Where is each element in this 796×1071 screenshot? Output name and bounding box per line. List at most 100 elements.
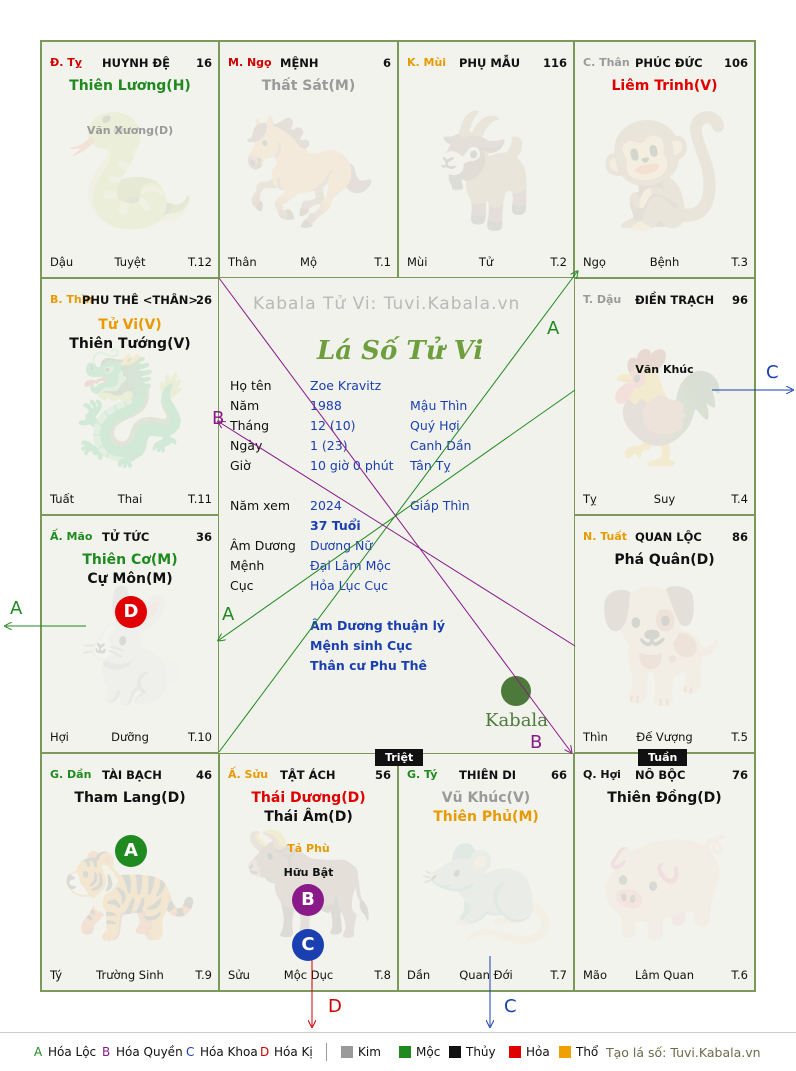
- arrow-label-b-upper: B: [212, 408, 225, 429]
- legend-hoa-label: Hóa Quyền: [116, 1045, 183, 1059]
- info-value: 10 giờ 0 phút: [310, 458, 394, 473]
- info-value: 37 Tuổi: [310, 518, 361, 533]
- legend-hoa-label: Hóa Khoa: [200, 1045, 258, 1059]
- hoa-marker-b: B: [292, 884, 324, 916]
- major-star: Thái Âm(D): [264, 809, 353, 825]
- palace-name: TỬ TỨC: [102, 530, 150, 544]
- info-canchi: Mậu Thìn: [410, 398, 468, 413]
- legend-element-swatch: [449, 1046, 461, 1058]
- hoa-marker-c: C: [292, 929, 324, 961]
- legend-element-swatch: [559, 1046, 571, 1058]
- major-star: Liêm Trinh(V): [611, 78, 718, 94]
- palace-stage: Tử: [478, 255, 494, 269]
- zodiac-watermark-icon: 🐐: [417, 106, 555, 235]
- major-star: Thiên Lương(H): [69, 78, 191, 94]
- palace-branch: Sửu: [228, 968, 250, 982]
- watermark: Kabala Tử Vi: Tuvi.Kabala.vn: [253, 294, 521, 314]
- palace-number: 116: [542, 56, 567, 70]
- legend-credit: Tạo lá số: Tuvi.Kabala.vn: [606, 1045, 761, 1060]
- arrow-label-c-right: C: [766, 362, 779, 383]
- center-panel: Kabala Tử Vi: Tuvi.Kabala.vn Lá Số Tử Vi…: [219, 278, 575, 754]
- major-star: Thiên Phủ(M): [433, 809, 539, 825]
- info-label: Âm Dương: [230, 538, 296, 553]
- info-value: 1988: [310, 398, 342, 413]
- legend-hoa-label: Hóa Lộc: [48, 1045, 97, 1059]
- major-star: Tử Vi(V): [98, 317, 162, 333]
- brand-label: Kabala: [485, 710, 548, 731]
- palace-cycle: T.4: [731, 492, 748, 506]
- palace-stage: Suy: [653, 492, 676, 506]
- legend-element-label: Thổ: [576, 1045, 599, 1059]
- palace-branch: Thân: [228, 255, 257, 269]
- palace-number: 106: [723, 56, 748, 70]
- palace-can: N. Tuất: [583, 530, 628, 543]
- info-value: Zoe Kravitz: [310, 378, 382, 393]
- palace-cycle: T.11: [188, 492, 212, 506]
- palace-can: Q. Hợi: [583, 768, 621, 781]
- palace-cycle: T.6: [731, 968, 748, 982]
- palace-number: 6: [382, 56, 391, 70]
- palace-branch: Tỵ: [583, 492, 597, 506]
- palace-branch: Ngọ: [583, 255, 606, 269]
- info-note: Thân cư Phu Thê: [310, 658, 427, 673]
- palace-cycle: T.12: [188, 255, 212, 269]
- palace-branch: Thìn: [583, 730, 608, 744]
- zodiac-watermark-icon: 🐒: [596, 106, 733, 235]
- palace-branch: Tuất: [50, 492, 75, 506]
- palace-can: T. Dậu: [583, 293, 622, 306]
- zodiac-watermark-icon: 🐕: [596, 581, 733, 710]
- minor-star: Văn Khúc: [635, 363, 694, 376]
- major-star: Thiên Tướng(V): [69, 336, 191, 352]
- palace-branch: Dậu: [50, 255, 74, 269]
- palace-cycle: T.5: [731, 730, 748, 744]
- info-label: Ngày: [230, 438, 263, 453]
- legend-hoa-key: B: [102, 1045, 111, 1059]
- palace-stage: Lâm Quan: [635, 968, 694, 982]
- major-star: Thái Dương(D): [251, 790, 366, 806]
- palace-name: HUYNH ĐỆ: [102, 56, 171, 70]
- minor-star: Hữu Bật: [283, 866, 334, 879]
- arrow-label-a-center: A: [222, 604, 235, 625]
- palace-can: K. Mùi: [407, 56, 447, 69]
- palace-number: 26: [195, 293, 212, 307]
- triet-tag: Triệt: [375, 749, 424, 766]
- info-label: Năm: [230, 398, 260, 413]
- palace-number: 36: [195, 530, 212, 544]
- arrow-label-a-upper: A: [547, 318, 560, 339]
- palace-name: ĐIỀN TRẠCH: [635, 293, 715, 307]
- major-star: Cự Môn(M): [87, 571, 173, 587]
- palace-number: 66: [550, 768, 567, 782]
- palace-cycle: T.2: [550, 255, 567, 269]
- legend-hoa-key: C: [186, 1045, 195, 1059]
- info-label: Giờ: [230, 458, 251, 473]
- palace-stage: Mộc Dục: [283, 968, 334, 982]
- info-canchi: Giáp Thìn: [410, 498, 470, 513]
- zodiac-watermark-icon: 🐖: [596, 819, 733, 948]
- palace-name: TẬT ÁCH: [280, 768, 336, 782]
- legend-element-label: Mộc: [416, 1045, 441, 1059]
- palace-branch: Mùi: [407, 255, 428, 269]
- info-value: 1 (23): [310, 438, 348, 453]
- palace-name: NÔ BỘC: [635, 768, 686, 782]
- info-label: Tháng: [230, 418, 270, 433]
- palace-can: Ấ. Mão: [50, 530, 93, 543]
- arrow-label-d-down: D: [328, 996, 342, 1017]
- zodiac-watermark-icon: 🐉: [61, 343, 199, 472]
- palace-cycle: T.9: [195, 968, 212, 982]
- palace-cycle: T.1: [374, 255, 391, 269]
- palace-number: 76: [731, 768, 748, 782]
- info-label: Mệnh: [230, 558, 265, 573]
- legend-element-label: Hỏa: [526, 1045, 550, 1059]
- palace-stage: Bệnh: [649, 255, 680, 269]
- legend-hoa-key: D: [260, 1045, 270, 1059]
- legend-divider: [326, 1043, 327, 1061]
- palace-stage: Tuyệt: [114, 255, 146, 269]
